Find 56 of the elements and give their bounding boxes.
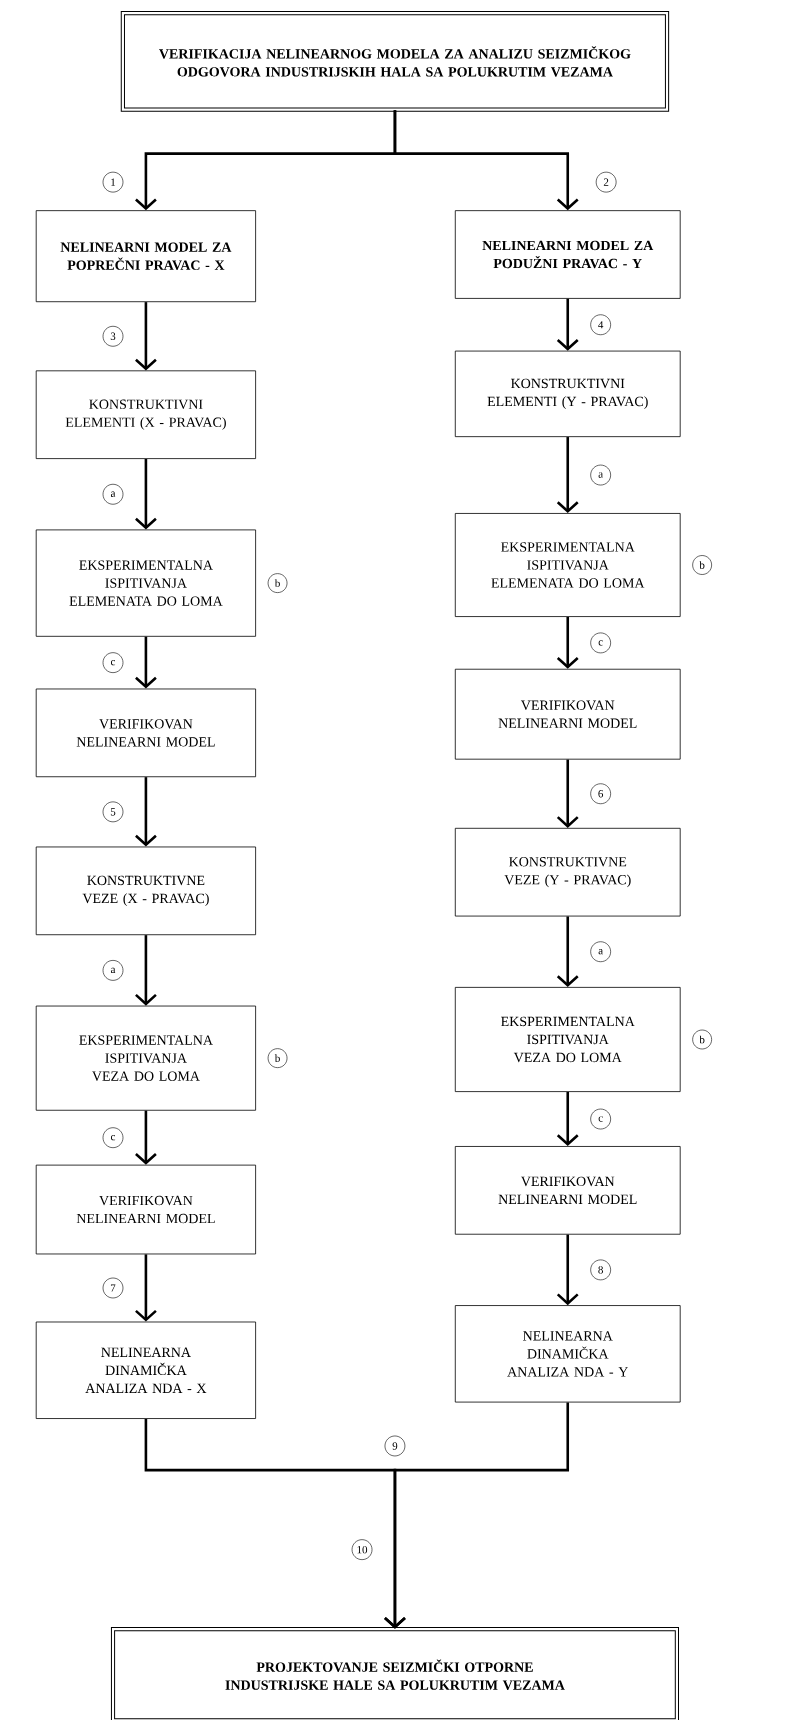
circled-letter: b xyxy=(267,1048,288,1068)
edge-label: a xyxy=(590,464,611,486)
process-box: VERIFIKOVAN NELINEARNI MODEL xyxy=(454,1146,681,1235)
edge-label: 5 xyxy=(102,801,124,823)
edge-label: c xyxy=(590,632,611,654)
arrow xyxy=(135,459,157,530)
edge-label: 8 xyxy=(590,1259,611,1281)
process-box: EKSPERIMENTALNA ISPITIVANJA ELEMENATA DO LOMA xyxy=(454,513,681,617)
title-box: VERIFIKACIJA NELINEARNOG MODELA ZA ANALIZU SEIZMIČKOG ODGOVORA INDUSTRIJSKIH HALA SA POLUKRUTIM VEZAMA xyxy=(120,11,670,112)
process-box: VERIFIKOVAN NELINEARNI MODEL xyxy=(454,668,681,760)
arrow xyxy=(556,1092,579,1147)
title-box: PROJEKTOVANJE SEIZMIČKI OTPORNE INDUSTRIJSKE HALE SA POLUKRUTIM VEZAMA xyxy=(110,1627,679,1720)
arrow xyxy=(135,636,157,689)
arrow xyxy=(135,1110,157,1165)
edge-label: 3 xyxy=(102,325,124,347)
circled-letter: b xyxy=(692,1029,712,1050)
edge-label: a xyxy=(590,941,611,963)
arrow xyxy=(135,935,157,1006)
edge-label: c xyxy=(102,1127,124,1148)
process-box: KONSTRUKTIVNE VEZE (X - PRAVAC) xyxy=(35,846,256,936)
process-box: EKSPERIMENTALNA ISPITIVANJA VEZA DO LOMA xyxy=(35,1005,256,1111)
process-box: NELINEARNA DINAMIČKA ANALIZA NDA - Y xyxy=(454,1305,681,1403)
arrow xyxy=(556,437,579,514)
edge-label: 7 xyxy=(102,1277,124,1299)
process-box: EKSPERIMENTALNA ISPITIVANJA VEZA DO LOMA xyxy=(454,987,681,1092)
arrow xyxy=(393,110,579,211)
edge-label: 2 xyxy=(595,171,617,193)
process-box: VERIFIKOVAN NELINEARNI MODEL xyxy=(35,688,256,778)
process-box: NELINEARNA DINAMIČKA ANALIZA NDA - X xyxy=(35,1321,256,1419)
process-box: EKSPERIMENTALNA ISPITIVANJA ELEMENATA DO LOMA xyxy=(35,529,256,637)
process-box: KONSTRUKTIVNI ELEMENTI (X - PRAVAC) xyxy=(35,370,256,459)
edge-label: 1 xyxy=(102,171,124,193)
edge-label: a xyxy=(102,960,124,981)
edge-label: c xyxy=(590,1108,611,1130)
edge-label: a xyxy=(102,483,124,505)
edge-label: 4 xyxy=(590,314,611,336)
process-box: NELINEARNI MODEL ZA PODUŽNI PRAVAC - Y xyxy=(454,210,681,299)
process-box: VERIFIKOVAN NELINEARNI MODEL xyxy=(35,1164,256,1255)
edge-label: 9 xyxy=(384,1435,406,1457)
circled-letter: b xyxy=(267,573,288,593)
process-box: KONSTRUKTIVNE VEZE (Y - PRAVAC) xyxy=(454,827,681,917)
arrow xyxy=(556,616,579,669)
arrow xyxy=(135,302,157,371)
arrow xyxy=(384,1402,570,1629)
arrow xyxy=(556,1234,579,1306)
arrow xyxy=(556,298,579,351)
arrow xyxy=(556,916,579,987)
process-box: NELINEARNI MODEL ZA POPREČNI PRAVAC - X xyxy=(35,210,256,303)
arrow xyxy=(135,777,157,847)
circled-letter: b xyxy=(692,555,712,575)
arrow xyxy=(135,1254,157,1322)
edge-label: 10 xyxy=(351,1539,373,1560)
edge-label: 6 xyxy=(590,783,611,805)
arrow xyxy=(556,759,579,828)
process-box: KONSTRUKTIVNI ELEMENTI (Y - PRAVAC) xyxy=(454,350,681,438)
edge-label: c xyxy=(102,652,124,673)
